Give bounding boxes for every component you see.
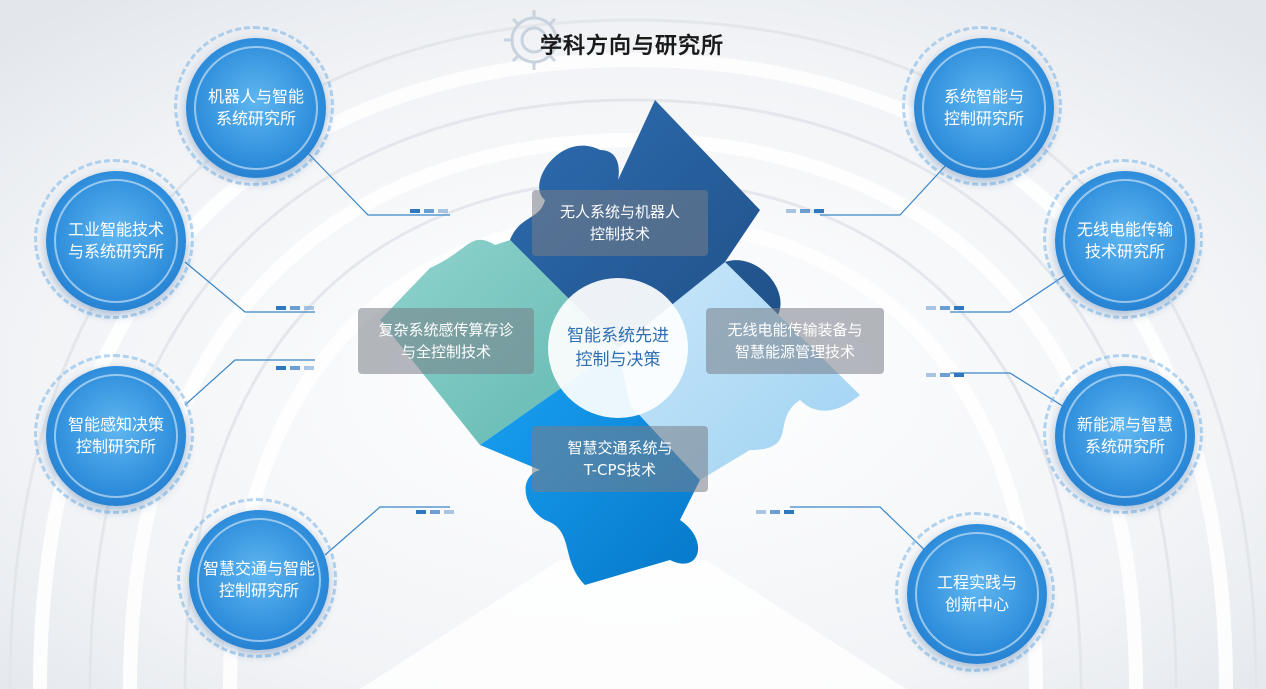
connector-dash bbox=[276, 366, 286, 370]
center-core: 智能系统先进 控制与决策 bbox=[548, 278, 688, 418]
connector-dash bbox=[786, 209, 796, 213]
direction-right: 无线电能传输装备与 智慧能源管理技术 bbox=[706, 308, 884, 374]
institute-label: 智能感知决策 控制研究所 bbox=[67, 415, 164, 456]
page-title: 学科方向与研究所 bbox=[540, 34, 725, 59]
connector-dash bbox=[416, 510, 426, 514]
connector-line bbox=[184, 359, 315, 406]
gear-icon bbox=[504, 10, 564, 70]
institute-node[interactable]: 无线电能传输 技术研究所 bbox=[1043, 159, 1203, 319]
institute-label: 新能源与智慧 系统研究所 bbox=[1076, 415, 1173, 456]
connector-dash bbox=[926, 306, 936, 310]
institute-node[interactable]: 新能源与智慧 系统研究所 bbox=[1043, 354, 1203, 514]
institute-node[interactable]: 系统智能与 控制研究所 bbox=[902, 26, 1062, 186]
institute-label: 工程实践与 创新中心 bbox=[936, 573, 1017, 614]
institute-node[interactable]: 智慧交通与智能 控制研究所 bbox=[177, 498, 337, 658]
institute-label: 无线电能传输 技术研究所 bbox=[1076, 220, 1173, 261]
institute-label: 机器人与智能 系统研究所 bbox=[207, 87, 304, 128]
institute-node[interactable]: 智能感知决策 控制研究所 bbox=[34, 354, 194, 514]
institute-label: 系统智能与 控制研究所 bbox=[943, 87, 1024, 128]
connector-line bbox=[324, 506, 450, 556]
connector-line bbox=[184, 261, 315, 313]
connector-dash bbox=[410, 209, 420, 213]
direction-top: 无人系统与机器人 控制技术 bbox=[532, 190, 708, 256]
institute-node[interactable]: 工程实践与 创新中心 bbox=[895, 512, 1055, 672]
connector-dash bbox=[926, 373, 936, 377]
title-block: 学科方向与研究所 bbox=[500, 6, 780, 72]
direction-bottom: 智慧交通系统与 T-CPS技术 bbox=[532, 426, 708, 492]
connector-dash bbox=[756, 510, 766, 514]
connector-dash bbox=[276, 306, 286, 310]
connector-line bbox=[304, 149, 450, 216]
institute-node[interactable]: 工业智能技术 与系统研究所 bbox=[34, 159, 194, 319]
institute-label: 工业智能技术 与系统研究所 bbox=[67, 220, 164, 261]
direction-left: 复杂系统感传算存诊 与全控制技术 bbox=[358, 308, 534, 374]
institute-label: 智慧交通与智能 控制研究所 bbox=[202, 559, 315, 600]
institute-node[interactable]: 机器人与智能 系统研究所 bbox=[174, 26, 334, 186]
